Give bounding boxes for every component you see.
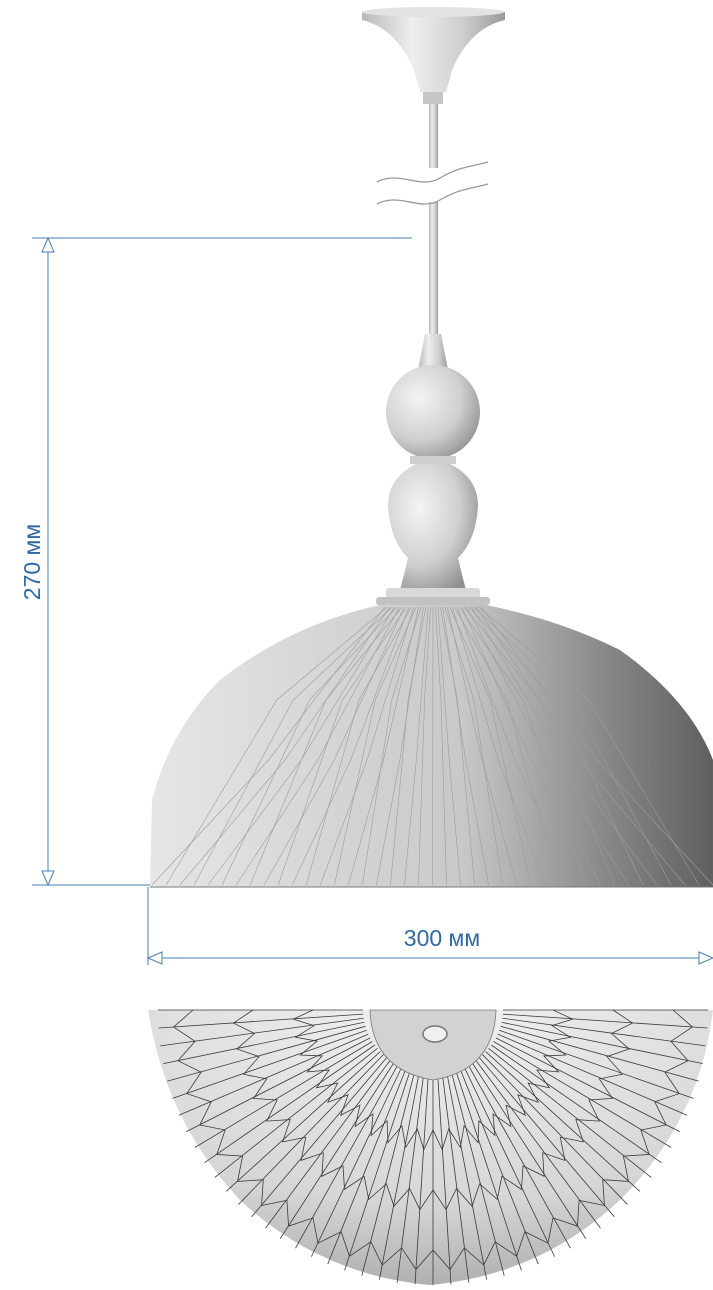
width-dimension: 300 мм: [146, 887, 713, 965]
suspension-rod: [370, 104, 500, 336]
arrow-down-icon: [41, 870, 55, 887]
ceiling-canopy: [362, 7, 505, 104]
height-dimension: 270 мм: [19, 236, 412, 887]
height-label: 270 мм: [19, 524, 45, 600]
arrow-up-icon: [41, 236, 55, 253]
lamp-neck: [376, 334, 490, 605]
arrow-right-icon: [698, 951, 713, 965]
lamp-shade-side: [150, 605, 713, 888]
width-label: 300 мм: [404, 925, 480, 951]
lamp-shade-bottom: [148, 1009, 713, 1285]
arrow-left-icon: [146, 951, 163, 965]
